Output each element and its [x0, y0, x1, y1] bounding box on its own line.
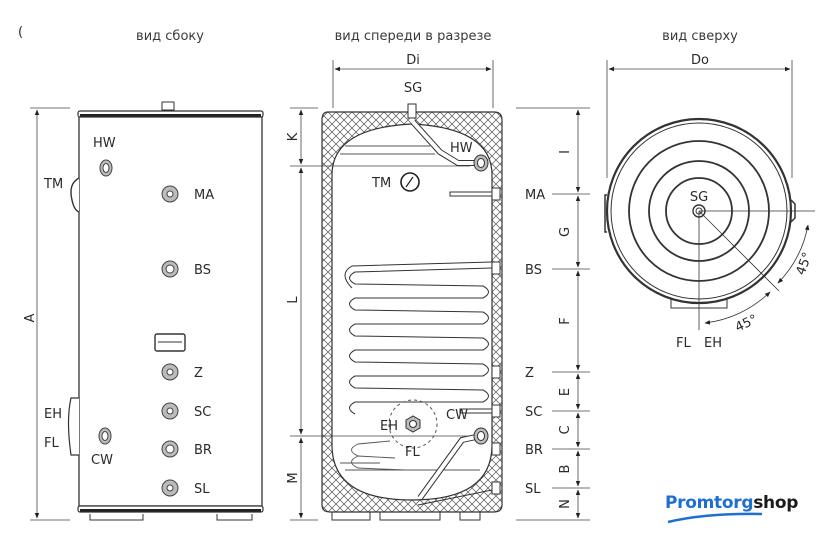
side-label-br: BR: [194, 443, 212, 458]
heating-coil: [344, 261, 493, 415]
front-label-hw: HW: [450, 141, 473, 156]
side-label-z: Z: [194, 366, 203, 381]
front-port-z: [491, 365, 501, 379]
side-port-br: [161, 440, 179, 458]
front-label-eh: EH: [380, 419, 398, 434]
dim-label-b: B: [558, 465, 573, 474]
front-label-cw: CW: [446, 408, 468, 423]
angle-label-2: 45°: [733, 312, 760, 335]
logo-part-shop: shop: [753, 493, 799, 513]
front-port-br: [491, 442, 501, 456]
front-label-sg: SG: [404, 81, 422, 96]
top-label-sg: SG: [690, 190, 708, 205]
side-label-sl: SL: [194, 482, 210, 497]
angle-label-1: 45°: [794, 250, 816, 277]
dimension-a: [30, 107, 70, 521]
dim-label-do: Do: [691, 53, 709, 68]
dim-label-e: E: [558, 388, 573, 396]
front-port-ma: [491, 187, 501, 201]
side-port-z: [161, 363, 179, 381]
dim-label-m: M: [286, 472, 301, 483]
side-connections: [98, 159, 179, 497]
top-label-fl: FL: [676, 336, 691, 351]
flange-outline: [388, 399, 438, 449]
side-label-sc: SC: [194, 405, 211, 420]
right-label-bs: BS: [525, 263, 542, 278]
right-label-br: BR: [525, 443, 543, 458]
top-view: [604, 117, 815, 330]
right-label-z: Z: [525, 366, 534, 381]
front-right-dimensions: [516, 107, 590, 521]
side-port-cw: [98, 427, 112, 445]
side-view-title: вид сбоку: [136, 29, 204, 44]
side-label-cw: CW: [91, 453, 113, 468]
side-port-hw: [99, 159, 113, 177]
dimension-do: [606, 60, 793, 178]
side-eh-flange: [67, 397, 79, 456]
front-label-fl: FL: [405, 445, 420, 460]
logo-part-promtorg: Promtorg: [665, 493, 754, 513]
front-port-eh: [405, 415, 421, 433]
side-tm-bump: [70, 177, 80, 213]
dim-label-f: F: [558, 317, 573, 324]
thermometer-gauge: [400, 172, 420, 192]
dim-label-a: A: [23, 313, 38, 322]
dim-label-di: Di: [406, 53, 420, 68]
right-label-sl: SL: [525, 482, 541, 497]
side-label-fl: FL: [44, 436, 59, 451]
front-port-cw: [473, 427, 489, 445]
right-label-sc: SC: [525, 405, 542, 420]
side-label-ma: MA: [194, 188, 214, 203]
top-label-eh: EH: [704, 336, 722, 351]
dimension-di: [332, 60, 494, 108]
dim-label-n: N: [558, 499, 573, 509]
front-left-dimensions: [290, 107, 470, 521]
side-label-bs: BS: [194, 263, 211, 278]
corner-mark: (: [18, 25, 23, 40]
side-label-hw: HW: [93, 136, 116, 151]
side-label-eh: EH: [44, 407, 62, 422]
front-label-tm: TM: [371, 176, 391, 191]
side-port-sc: [161, 402, 179, 420]
promtorgshop-logo[interactable]: Promtorgshop: [665, 493, 798, 513]
front-port-sl: [491, 481, 501, 495]
logo-swoosh-icon: [667, 512, 763, 524]
dim-label-g: G: [558, 227, 573, 237]
side-port-bs: [161, 260, 179, 278]
front-port-hw: [473, 154, 489, 172]
dim-label-i: I: [558, 150, 573, 154]
top-view-title: вид сверху: [662, 29, 738, 44]
front-section: [321, 103, 503, 521]
side-port-sl: [161, 479, 179, 497]
side-label-tm: TM: [43, 177, 63, 192]
dim-label-k: K: [286, 132, 301, 141]
dim-label-c: C: [558, 425, 573, 434]
front-view-title: вид спереди в разрезе: [335, 29, 492, 44]
dim-label-l: L: [286, 296, 301, 304]
front-port-bs: [491, 261, 501, 275]
right-label-ma: MA: [525, 188, 545, 203]
front-port-sc: [491, 404, 501, 418]
side-port-ma: [161, 185, 179, 203]
